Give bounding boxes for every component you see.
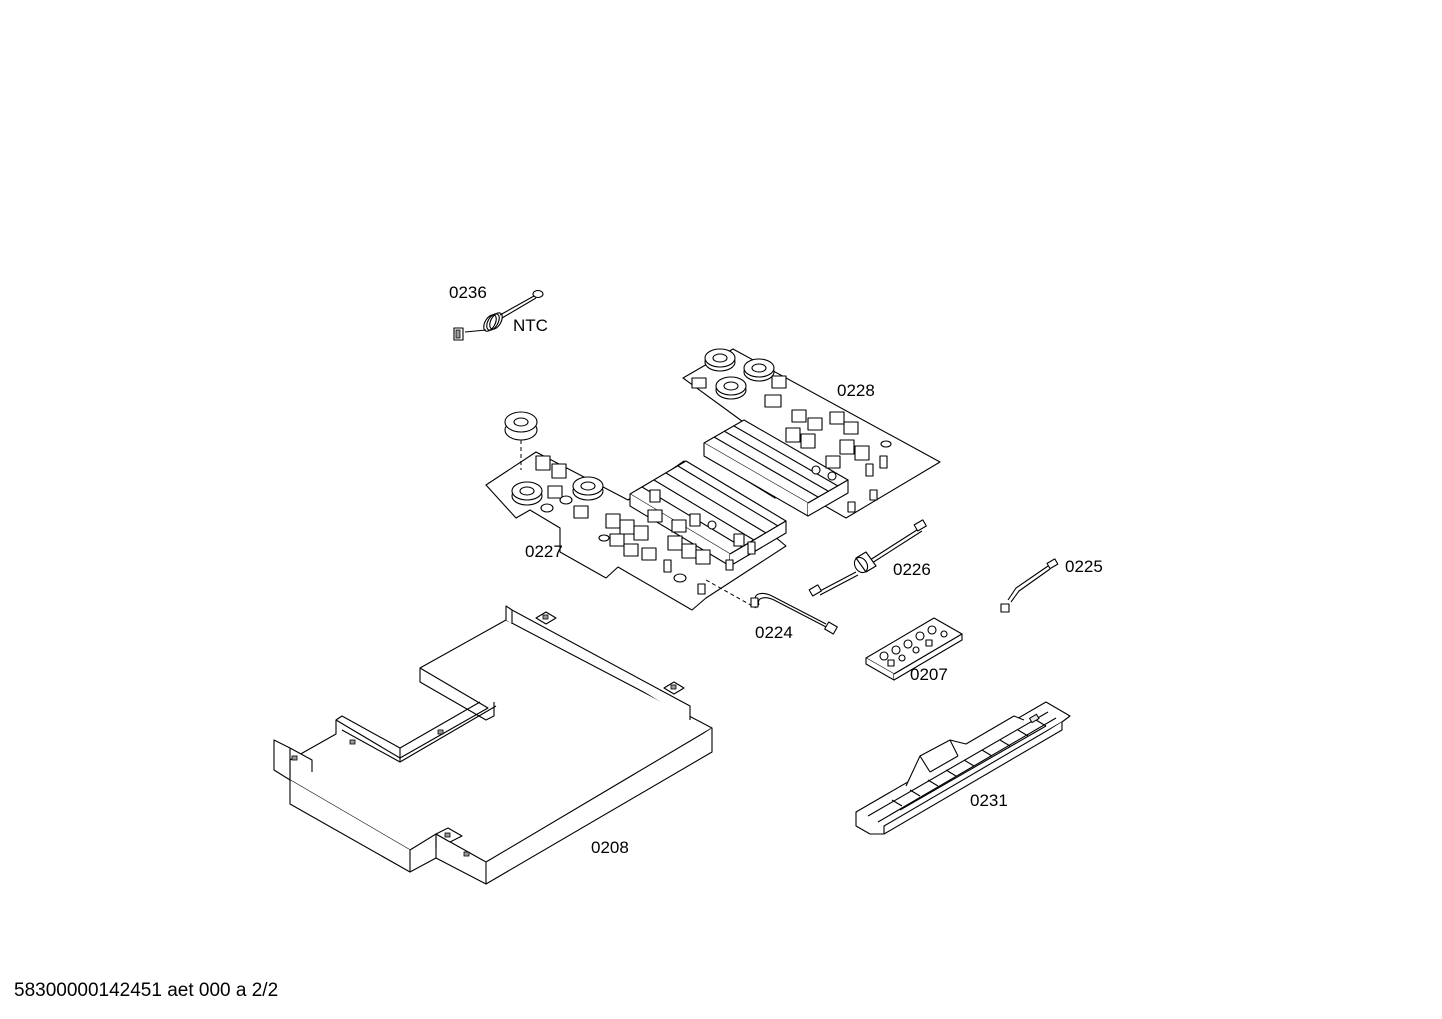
power-board-0228-drawing xyxy=(682,348,941,519)
part-label-0231: 0231 xyxy=(970,791,1008,810)
power-board-0227-drawing xyxy=(485,411,787,611)
part-label-0207: 0207 xyxy=(910,665,948,684)
part-label-0227: 0227 xyxy=(525,542,563,561)
cable-0224-drawing xyxy=(750,592,838,635)
part-label-ntc: NTC xyxy=(513,316,548,335)
part-label-0224: 0224 xyxy=(755,623,793,642)
cable-0225-drawing xyxy=(1000,558,1059,613)
ferrite-cable-0226-drawing xyxy=(808,519,927,597)
ntc-sensor-drawing xyxy=(453,289,544,341)
part-label-0236: 0236 xyxy=(449,283,487,302)
control-board-0207-drawing xyxy=(865,617,963,681)
part-label-0226: 0226 xyxy=(893,560,931,579)
frame-rail-0231-drawing xyxy=(855,701,1071,835)
document-id-footer: 58300000142451 aet 000 a 2/2 xyxy=(14,980,279,1001)
part-label-0225: 0225 xyxy=(1065,557,1103,576)
part-label-0228: 0228 xyxy=(837,381,875,400)
base-tray-0208-drawing xyxy=(273,605,713,885)
part-label-0208: 0208 xyxy=(591,838,629,857)
